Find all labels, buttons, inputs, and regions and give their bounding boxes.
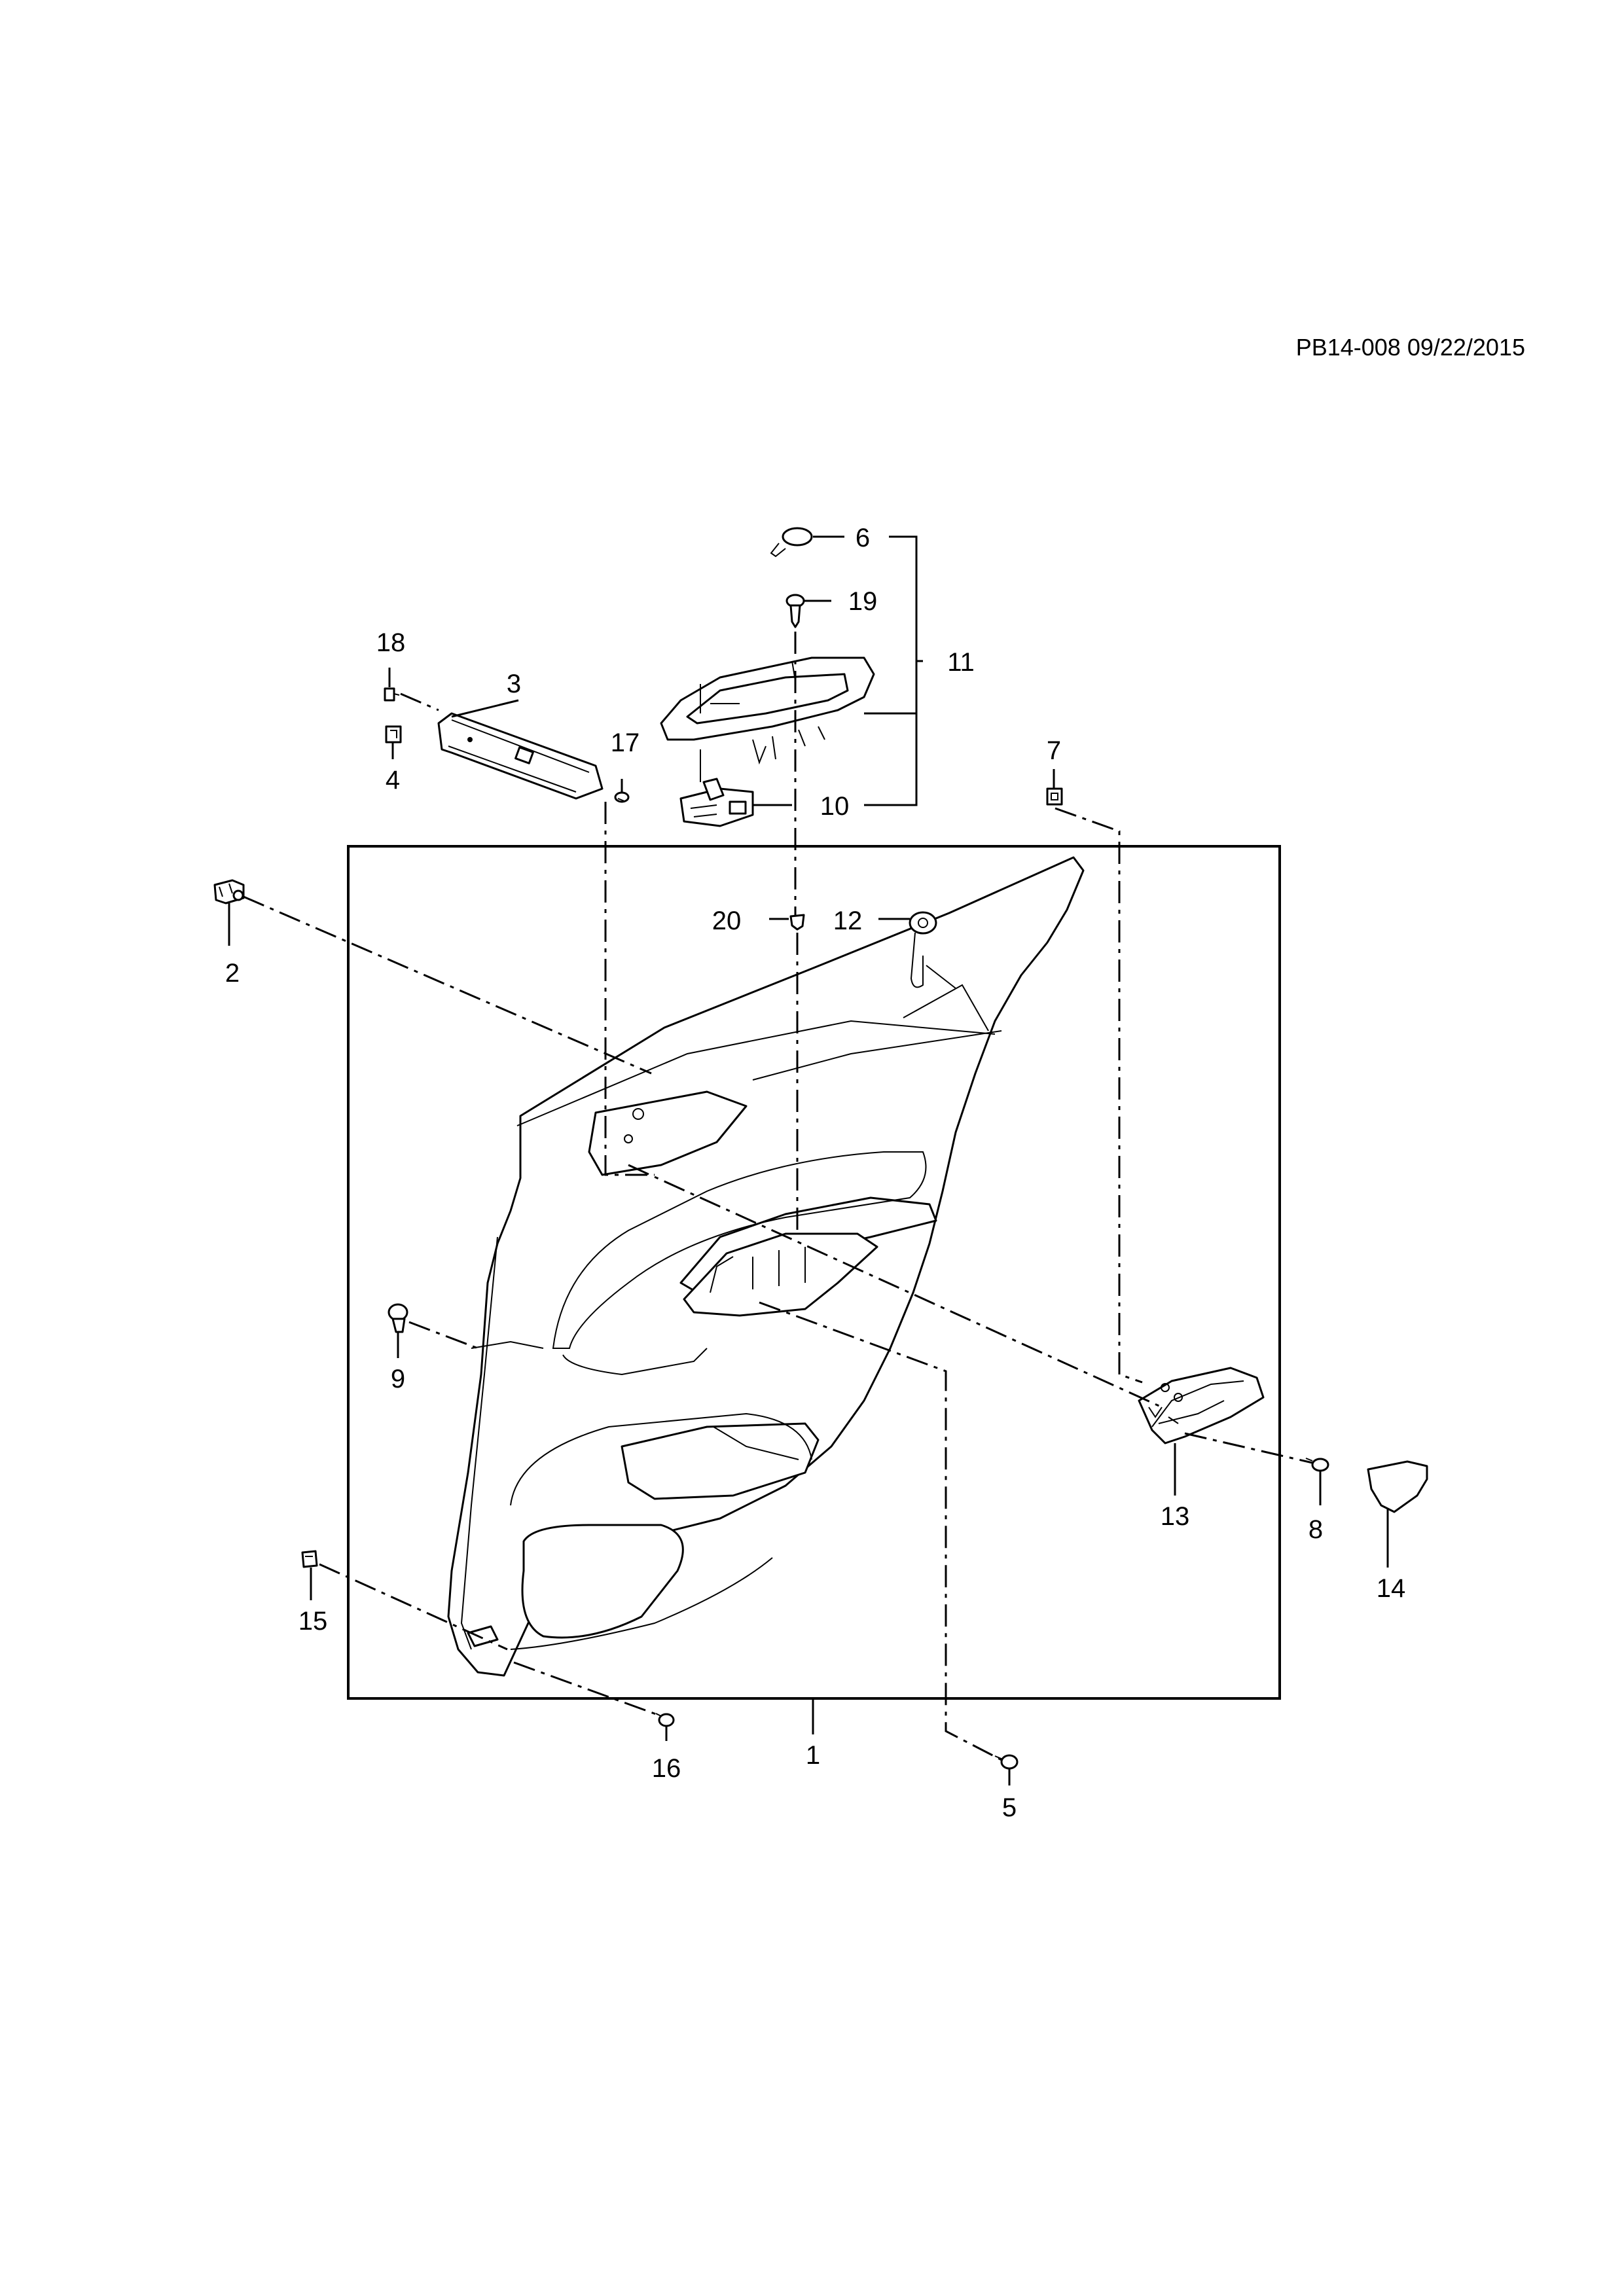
clip-15	[301, 1550, 318, 1568]
callout-2: 2	[225, 959, 240, 988]
document-code: PB14-008 09/22/2015	[1296, 334, 1525, 361]
callout-9: 9	[391, 1365, 405, 1393]
bracket-rail-3	[437, 712, 604, 800]
callout-11: 11	[947, 648, 975, 677]
callout-20: 20	[712, 906, 742, 935]
callout-8: 8	[1308, 1515, 1323, 1544]
screw-5	[994, 1754, 1019, 1770]
callout-12: 12	[833, 906, 863, 935]
callout-14: 14	[1377, 1574, 1406, 1603]
grommet-12	[909, 911, 937, 988]
callout-13: 13	[1161, 1502, 1190, 1531]
push-clip-9	[388, 1303, 408, 1333]
callout-6: 6	[856, 524, 870, 552]
leader-lines	[228, 535, 1389, 1785]
inner-handle-13	[1138, 1367, 1265, 1444]
screw-17	[614, 791, 630, 803]
callout-1: 1	[806, 1741, 820, 1770]
callout-10: 10	[820, 792, 850, 821]
cap-clip-6	[770, 527, 813, 558]
clip-7	[1046, 787, 1063, 806]
callout-19: 19	[848, 587, 878, 616]
callout-16: 16	[652, 1754, 681, 1783]
callout-5: 5	[1002, 1793, 1017, 1822]
screw-16	[655, 1713, 675, 1727]
door-trim-panel	[447, 856, 1085, 1677]
callout-15: 15	[298, 1607, 328, 1636]
screw-19	[785, 594, 805, 628]
callout-labels: 1 2 3 4 5 6 7 8 9 10 11 12 13 14 15 16 1…	[225, 524, 1405, 1822]
callout-18: 18	[376, 628, 406, 657]
switch-bezel-11	[660, 656, 875, 765]
callout-3: 3	[507, 670, 521, 698]
callout-17: 17	[611, 728, 640, 757]
callout-7: 7	[1047, 736, 1061, 765]
clip-4	[385, 725, 402, 744]
callout-4: 4	[386, 766, 400, 795]
assembly-lines	[243, 632, 1313, 1762]
window-switch-10	[679, 749, 754, 827]
handle-cover-14	[1367, 1460, 1428, 1513]
screw-8	[1305, 1458, 1329, 1472]
nut-20	[789, 914, 805, 931]
clip-18	[384, 687, 400, 702]
retainer-2	[213, 879, 245, 905]
